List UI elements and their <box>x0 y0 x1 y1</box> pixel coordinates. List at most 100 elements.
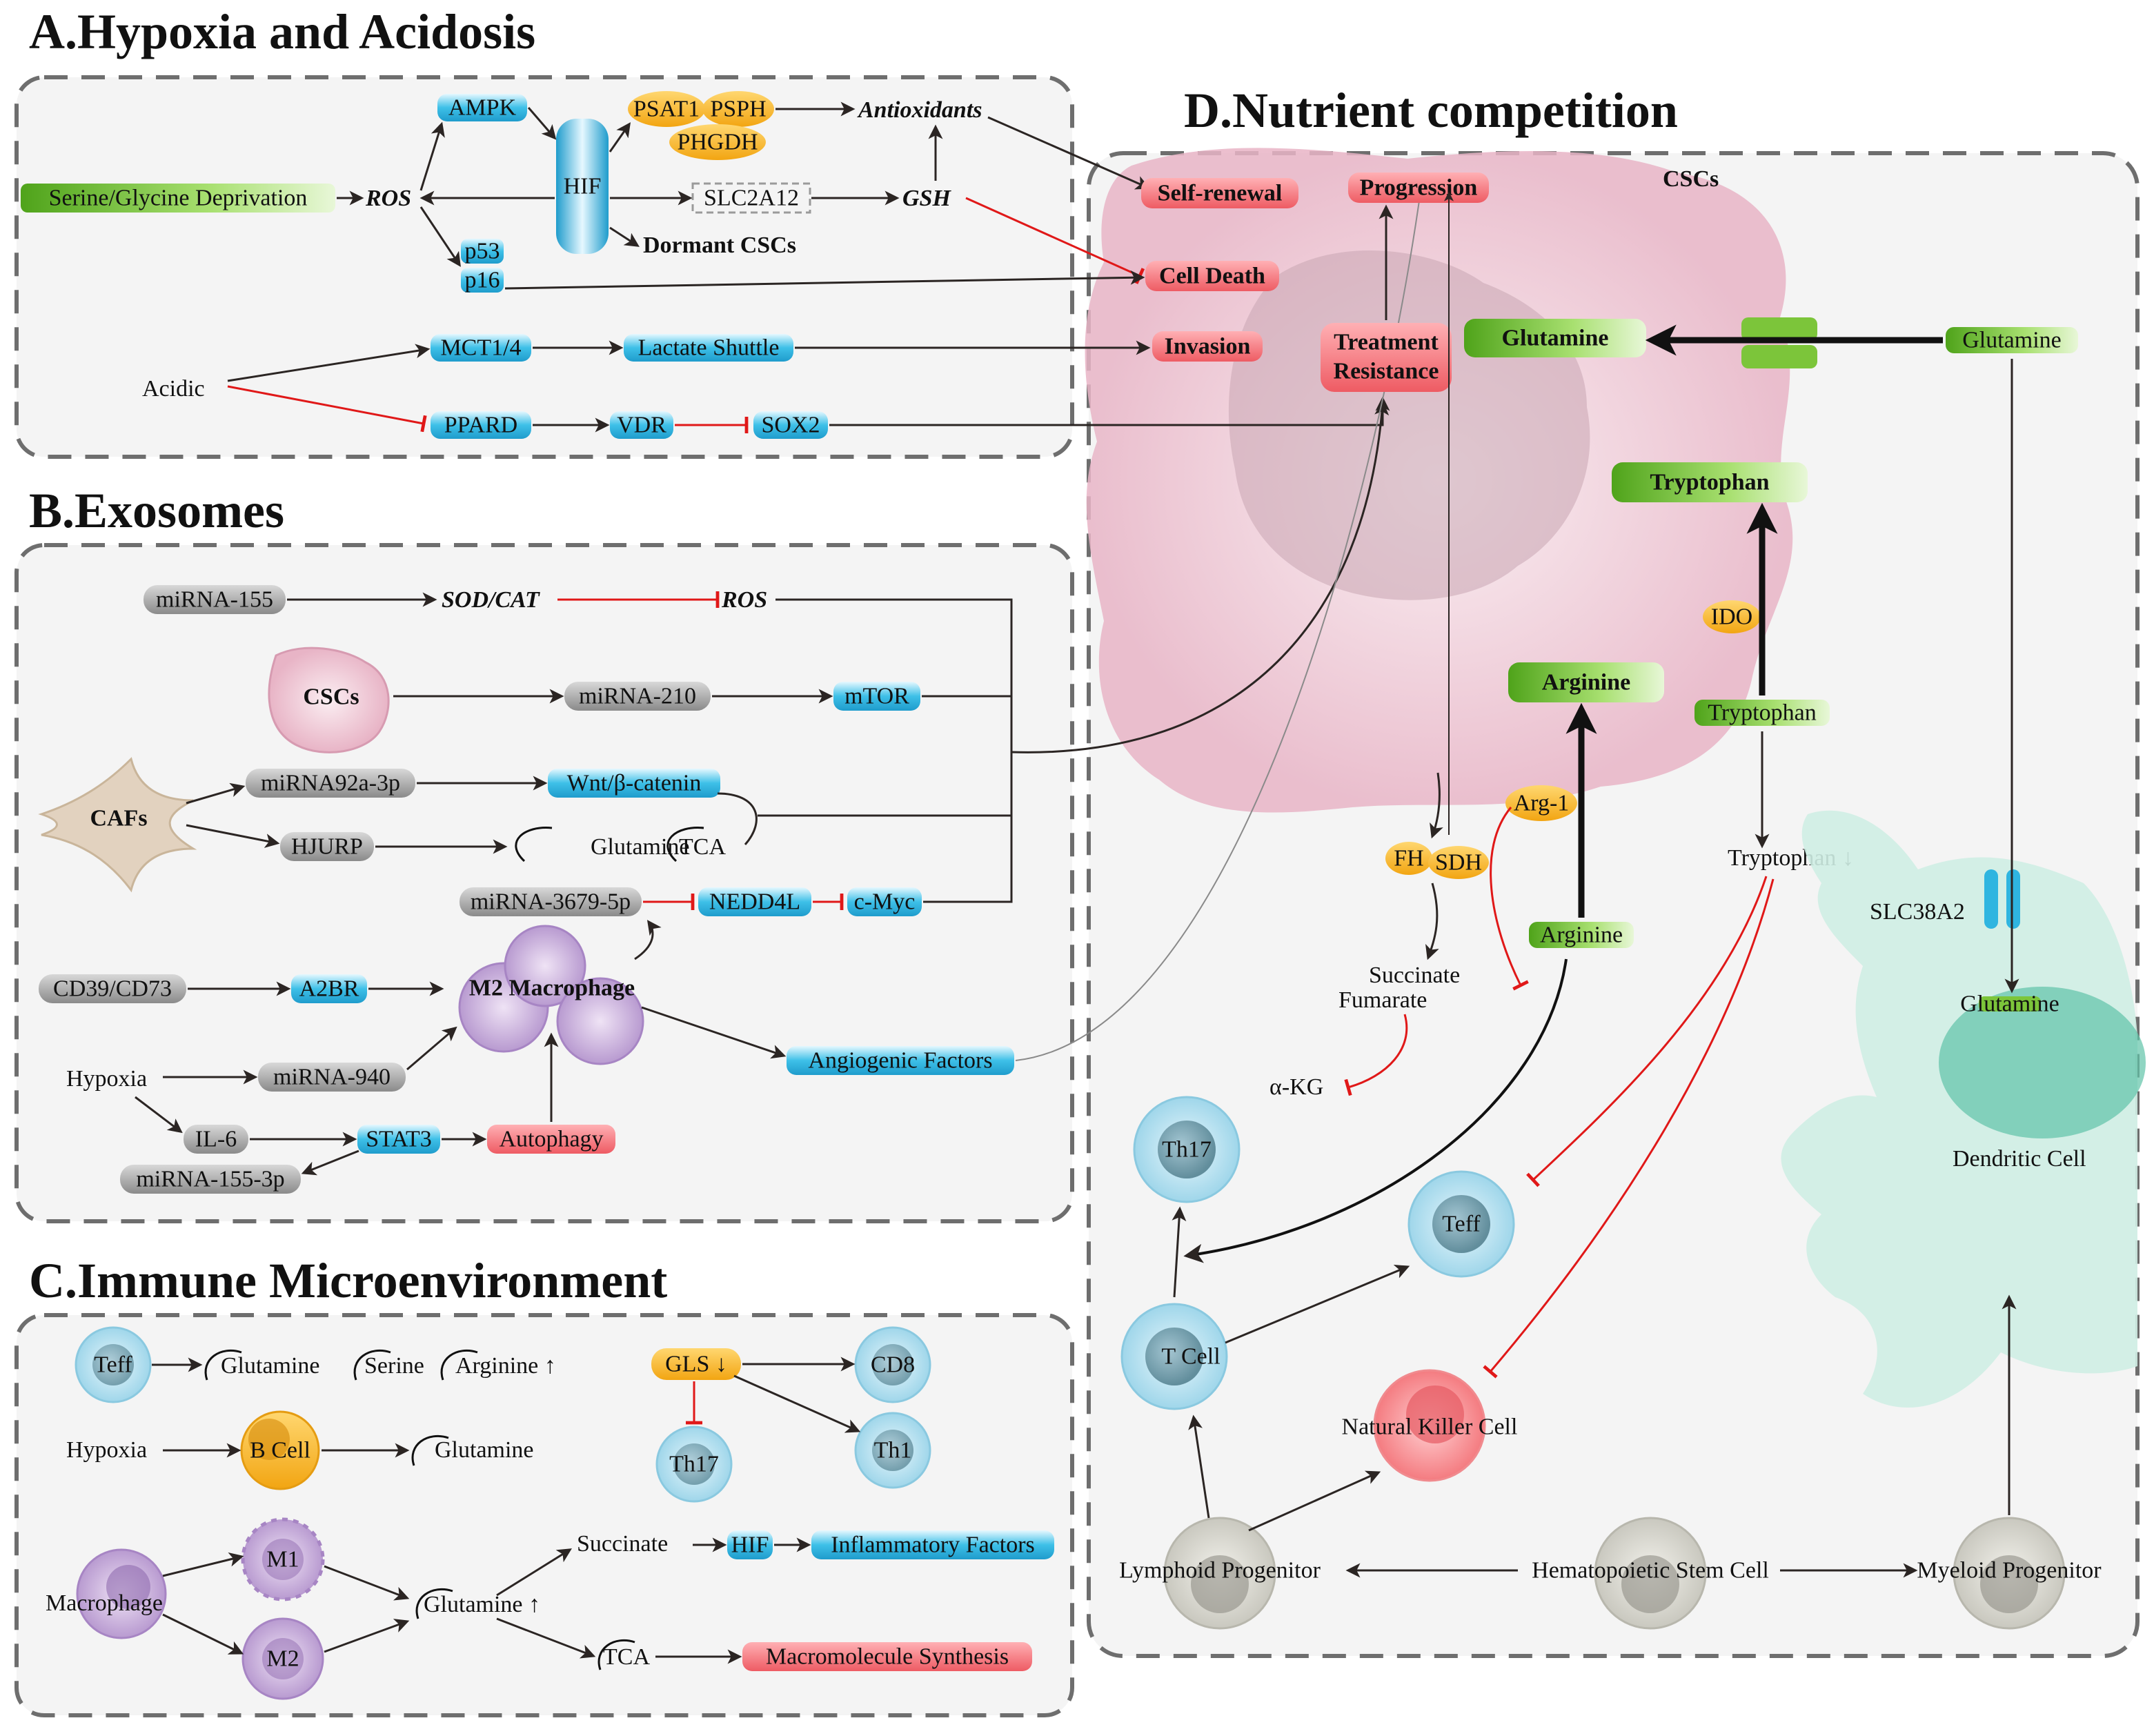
acidic-label: Acidic <box>142 376 205 402</box>
cmyc-label: c-Myc <box>854 889 916 915</box>
inflammatory-label: Inflammatory Factors <box>831 1532 1035 1558</box>
hjurp-label: HJURP <box>291 834 363 860</box>
mirna210-node <box>564 682 711 711</box>
mirna155-3p-label: miRNA-155-3p <box>136 1167 284 1192</box>
mtor-label: mTOR <box>844 684 909 709</box>
cscs-small-cell <box>268 647 390 753</box>
stat3-label: STAT3 <box>366 1127 432 1152</box>
cscs-d-label: CSCs <box>1663 166 1719 192</box>
arrow-mac-m2 <box>162 1613 244 1655</box>
glutamine-big-label: Glutamine <box>1502 326 1609 351</box>
m2-macrophage-label: M2 Macrophage <box>469 976 635 1001</box>
glutamine2-c-label: Glutamine <box>435 1437 534 1463</box>
macromolecule-label: Macromolecule Synthesis <box>766 1644 1009 1670</box>
myeloid-progenitor-cell <box>1953 1517 2066 1630</box>
arrow-csc-fh <box>1430 772 1443 839</box>
nedd4l-label: NEDD4L <box>709 889 800 915</box>
ido-label: IDO <box>1711 604 1752 630</box>
vdr-node <box>610 411 673 439</box>
arrow-exosome-resistance <box>1011 400 1390 753</box>
inhib-tryptophan-nk <box>1483 878 1775 1379</box>
glutamine-cycle-c <box>204 1349 242 1381</box>
hif-c-label: HIF <box>731 1532 769 1558</box>
arrow-hif-psat <box>609 122 631 152</box>
psph-label: PSPH <box>710 97 766 122</box>
cd8-label: CD8 <box>871 1352 915 1378</box>
arginine-big-label: Arginine <box>1542 670 1630 696</box>
tryptophan-node <box>1694 700 1830 726</box>
a2br-label: A2BR <box>299 976 359 1002</box>
glutamine-ext-label: Glutamine <box>1962 328 2062 353</box>
panel-a-title: A.Hypoxia and Acidosis <box>29 4 535 59</box>
hsc-label: Hematopoietic Stem Cell <box>1532 1558 1769 1584</box>
glutamine-b-label: Glutamine <box>591 834 690 860</box>
hif-node-a <box>556 119 609 254</box>
arrow-gls-th1 <box>733 1374 861 1433</box>
tcell-d <box>1120 1303 1228 1410</box>
arrow-cafs-hjurp <box>186 824 280 848</box>
wnt-label: Wnt/β-catenin <box>567 771 702 796</box>
arrow-hypoxia-il6 <box>135 1096 183 1134</box>
b-cell <box>240 1410 320 1490</box>
ido-node <box>1703 600 1761 633</box>
glutamine-c-label: Glutamine <box>221 1353 320 1379</box>
inhib-acidic-ppard <box>227 385 427 433</box>
mirna210-label: miRNA-210 <box>579 684 696 709</box>
serine-glycine-label: Serine/Glycine Deprivation <box>49 186 308 211</box>
angiogenic-label: Angiogenic Factors <box>808 1048 992 1074</box>
nk-cell <box>1373 1369 1486 1482</box>
tca-cycle-icon <box>666 827 704 862</box>
autophagy-label: Autophagy <box>499 1127 603 1152</box>
teff-d-label: Teff <box>1442 1212 1481 1237</box>
m2-c-label: M2 <box>266 1646 299 1672</box>
self-renewal-label: Self-renewal <box>1158 181 1283 206</box>
th1-cell <box>854 1412 931 1489</box>
tca-b-label: TCA <box>679 834 726 860</box>
panel-b-frame <box>14 543 1074 1223</box>
glutamine-dc-node <box>1979 996 2041 1012</box>
macrophage-label: Macrophage <box>46 1590 163 1616</box>
tryptophan-label: Tryptophan <box>1708 700 1816 726</box>
channel-top <box>1741 317 1817 341</box>
inhib-gsh-celldeath <box>965 197 1145 284</box>
arrow-cafs-mirna92a <box>186 782 246 805</box>
arrow-m2-glutamine <box>324 1619 410 1653</box>
panel-a-frame <box>14 75 1074 459</box>
p16-label: p16 <box>465 268 500 293</box>
cell-death-label: Cell Death <box>1159 264 1265 289</box>
m1-label: M1 <box>266 1547 299 1572</box>
glutamine-big-node <box>1464 319 1646 357</box>
phgdh-label: PHGDH <box>677 130 758 155</box>
ppard-node <box>431 411 531 439</box>
glutamine-ext-node <box>1946 327 2078 353</box>
succinate-c-label: Succinate <box>577 1531 668 1557</box>
slc38a2-label: SLC38A2 <box>1870 899 1965 925</box>
arg1-node <box>1505 785 1577 821</box>
treatment-label-2: Resistance <box>1334 359 1439 384</box>
hjurp-node <box>280 832 374 861</box>
angiogenic-node <box>787 1046 1014 1075</box>
arrow-stat3-mirna155-3p <box>301 1150 359 1176</box>
panel-c-title: C.Immune Microenvironment <box>29 1253 667 1308</box>
hypoxia-b-label: Hypoxia <box>66 1066 147 1092</box>
cd8-cell <box>854 1326 931 1403</box>
arrow-m2-mirna3679 <box>634 920 662 960</box>
arrow-m1-glutamine <box>324 1565 410 1601</box>
arrow-mirna940-m2 <box>406 1026 457 1071</box>
psat1-node <box>628 91 705 127</box>
bcell-label: B Cell <box>250 1438 310 1463</box>
treatment-label-1: Treatment <box>1334 330 1439 355</box>
panel-d-title: D.Nutrient competition <box>1184 83 1678 138</box>
arrow-m2-angiogenic <box>641 1006 787 1059</box>
tryptophan-big-label: Tryptophan <box>1650 470 1769 495</box>
dormant-cscs-label: Dormant CSCs <box>643 233 796 258</box>
arrow-tcell-th17 <box>1172 1206 1187 1298</box>
hsc-cell <box>1594 1517 1707 1630</box>
dendritic-cell <box>1781 810 2146 1408</box>
inflammatory-node <box>811 1530 1054 1559</box>
glutamine-up-label: Glutamine ↑ <box>424 1592 540 1617</box>
arginine-cycle-c <box>440 1349 478 1381</box>
channel-bottom <box>1741 345 1817 368</box>
p53-node <box>461 239 504 264</box>
glutamine-cycle-icon <box>515 827 553 862</box>
